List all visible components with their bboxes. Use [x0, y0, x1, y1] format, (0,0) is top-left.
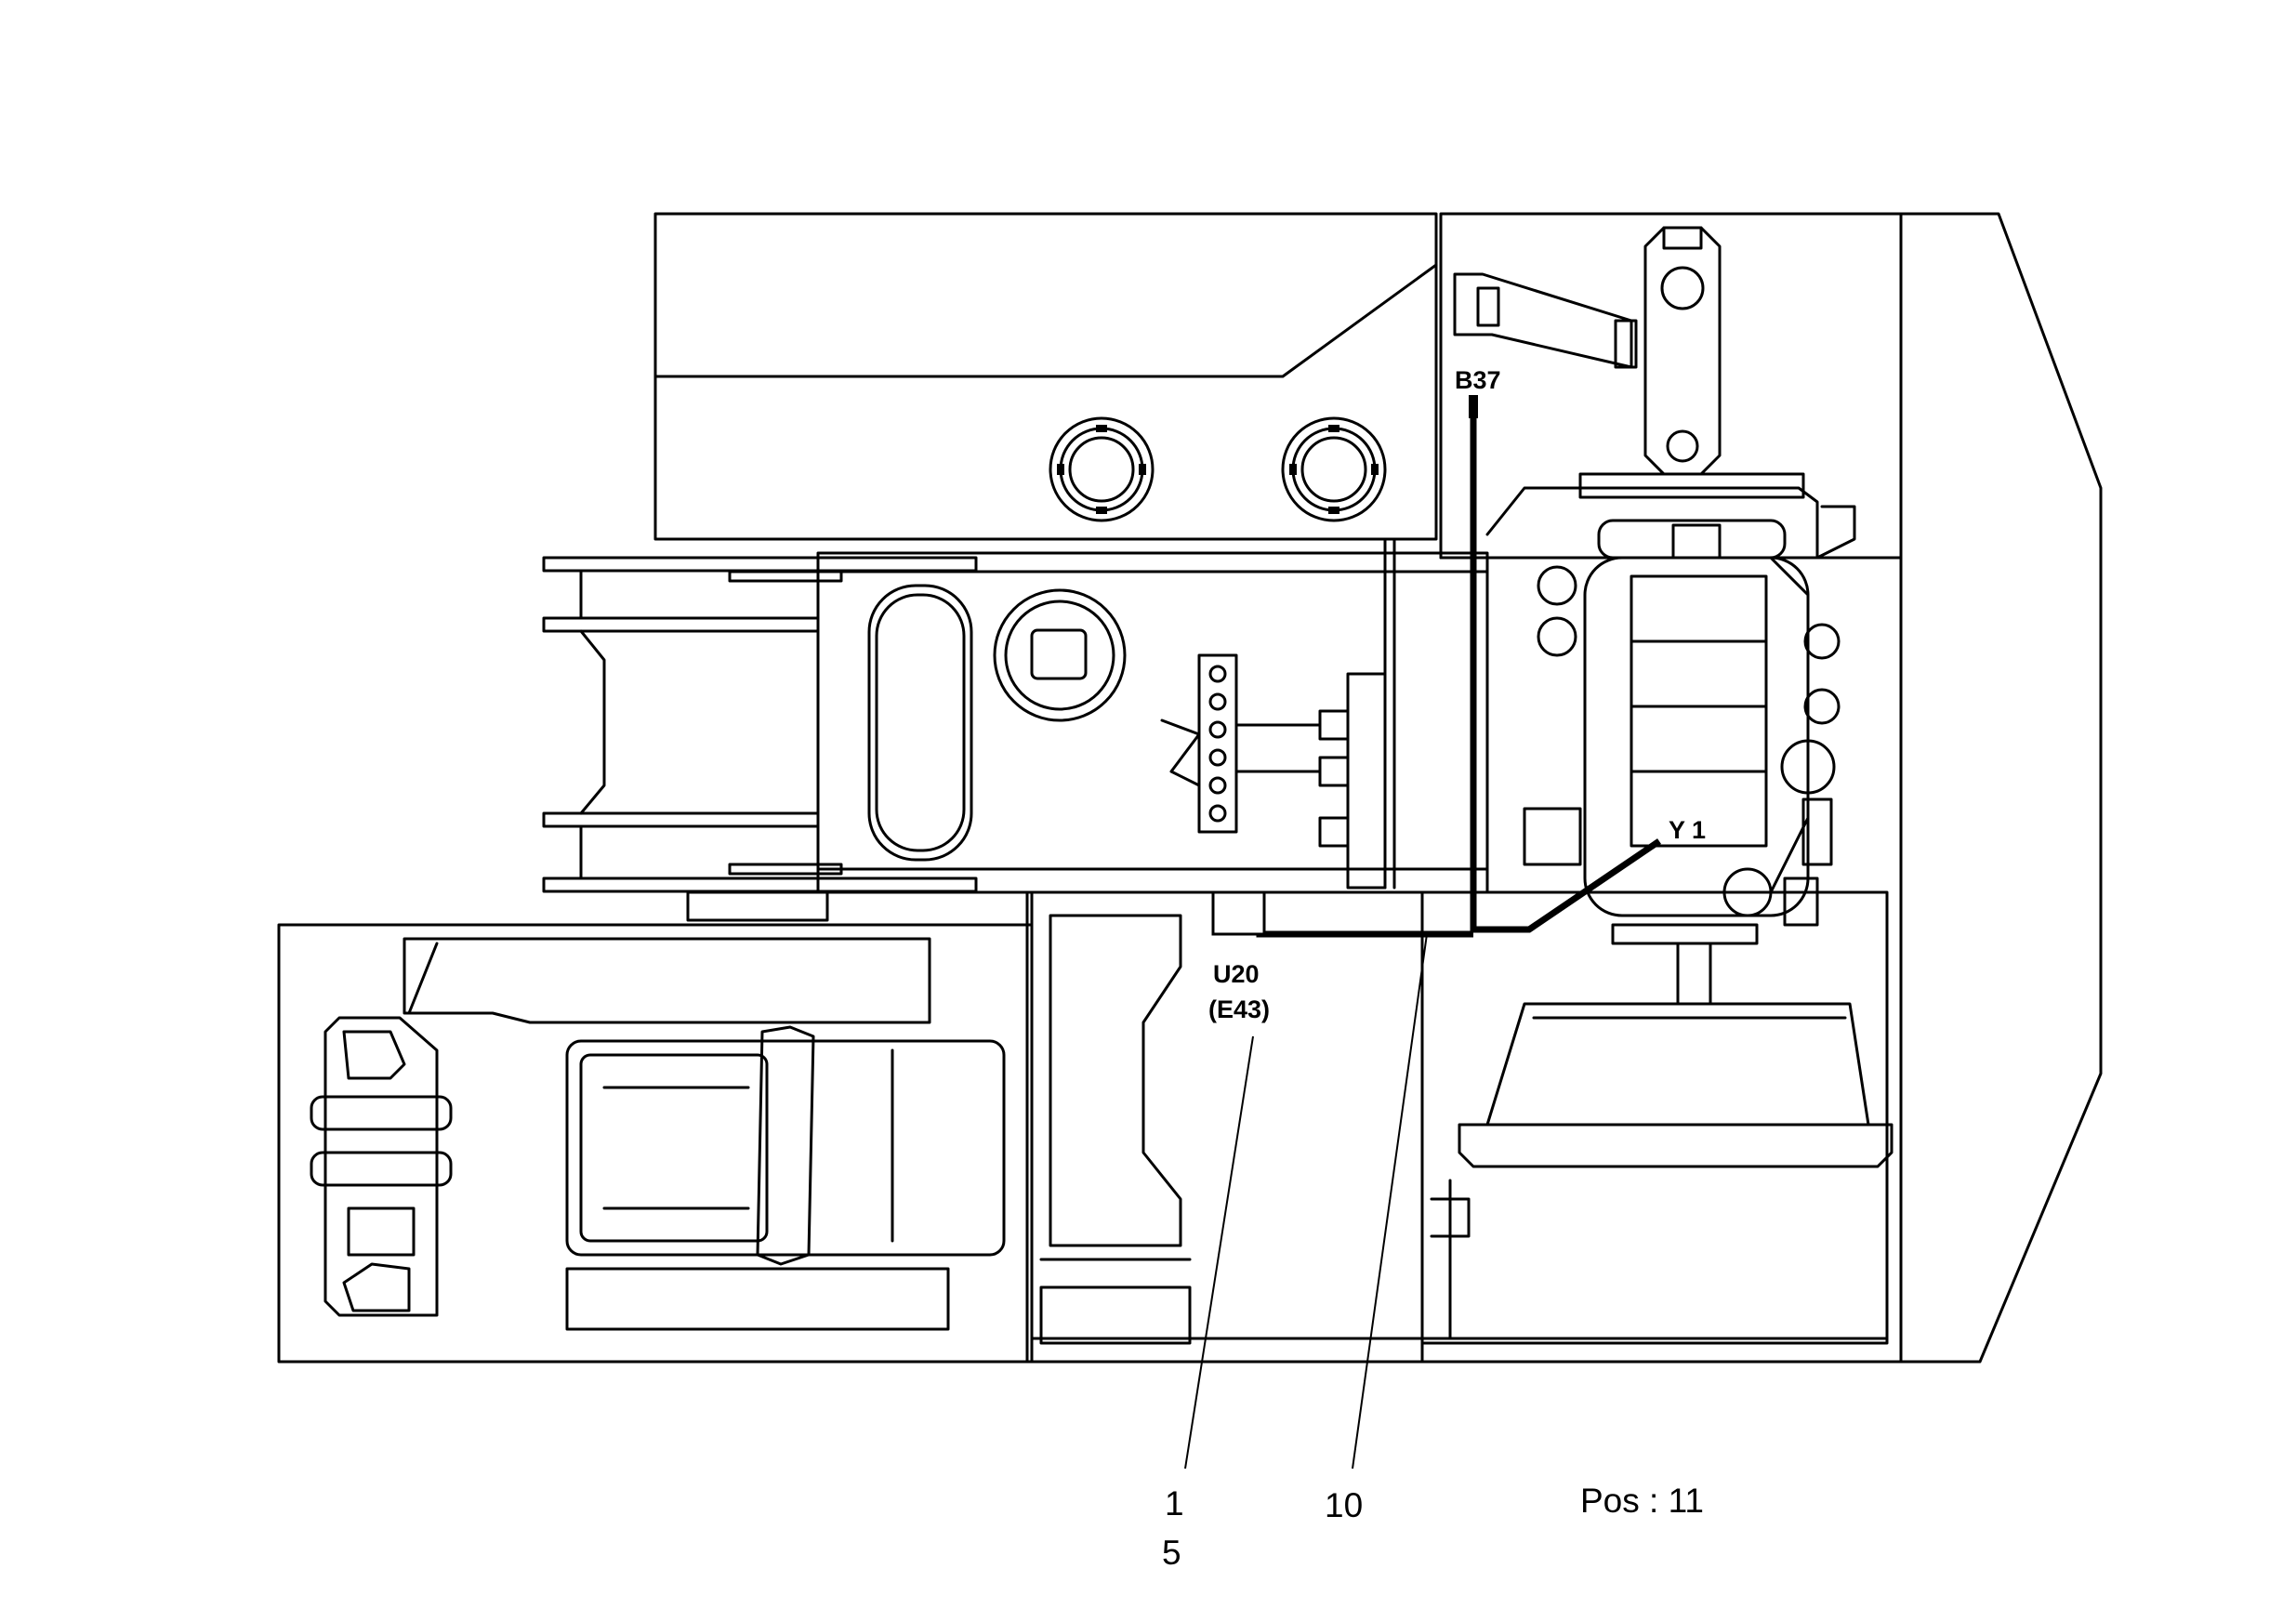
label-e43: (E43) [1208, 995, 1270, 1023]
round-port-right [1281, 416, 1387, 522]
callout-10: 10 [1325, 1486, 1363, 1524]
leader-lines [1184, 933, 1428, 1470]
label-b37: B37 [1455, 366, 1501, 394]
label-y1: Y 1 [1669, 816, 1706, 844]
leader-line-10 [1352, 933, 1428, 1470]
wire-b37-to-u20 [1470, 409, 1661, 933]
b37-sensor [1469, 395, 1478, 418]
motor-unit [1430, 472, 1894, 1340]
u20-connector [1211, 890, 1266, 936]
boom-assembly [542, 537, 1489, 1238]
operator-cab [277, 914, 1192, 1364]
callout-1: 1 [1165, 1484, 1184, 1522]
wire-u20-branch [1256, 906, 1473, 938]
position-label: Pos : 11 [1580, 1482, 1704, 1520]
round-port-left [1049, 416, 1155, 522]
label-u20: U20 [1213, 960, 1260, 988]
leader-line-1-5 [1184, 1035, 1254, 1470]
hydraulic-cylinder [1453, 226, 1722, 476]
wire-harness [1211, 395, 1661, 938]
callout-5: 5 [1162, 1534, 1181, 1572]
machine-frame [653, 212, 2103, 1364]
